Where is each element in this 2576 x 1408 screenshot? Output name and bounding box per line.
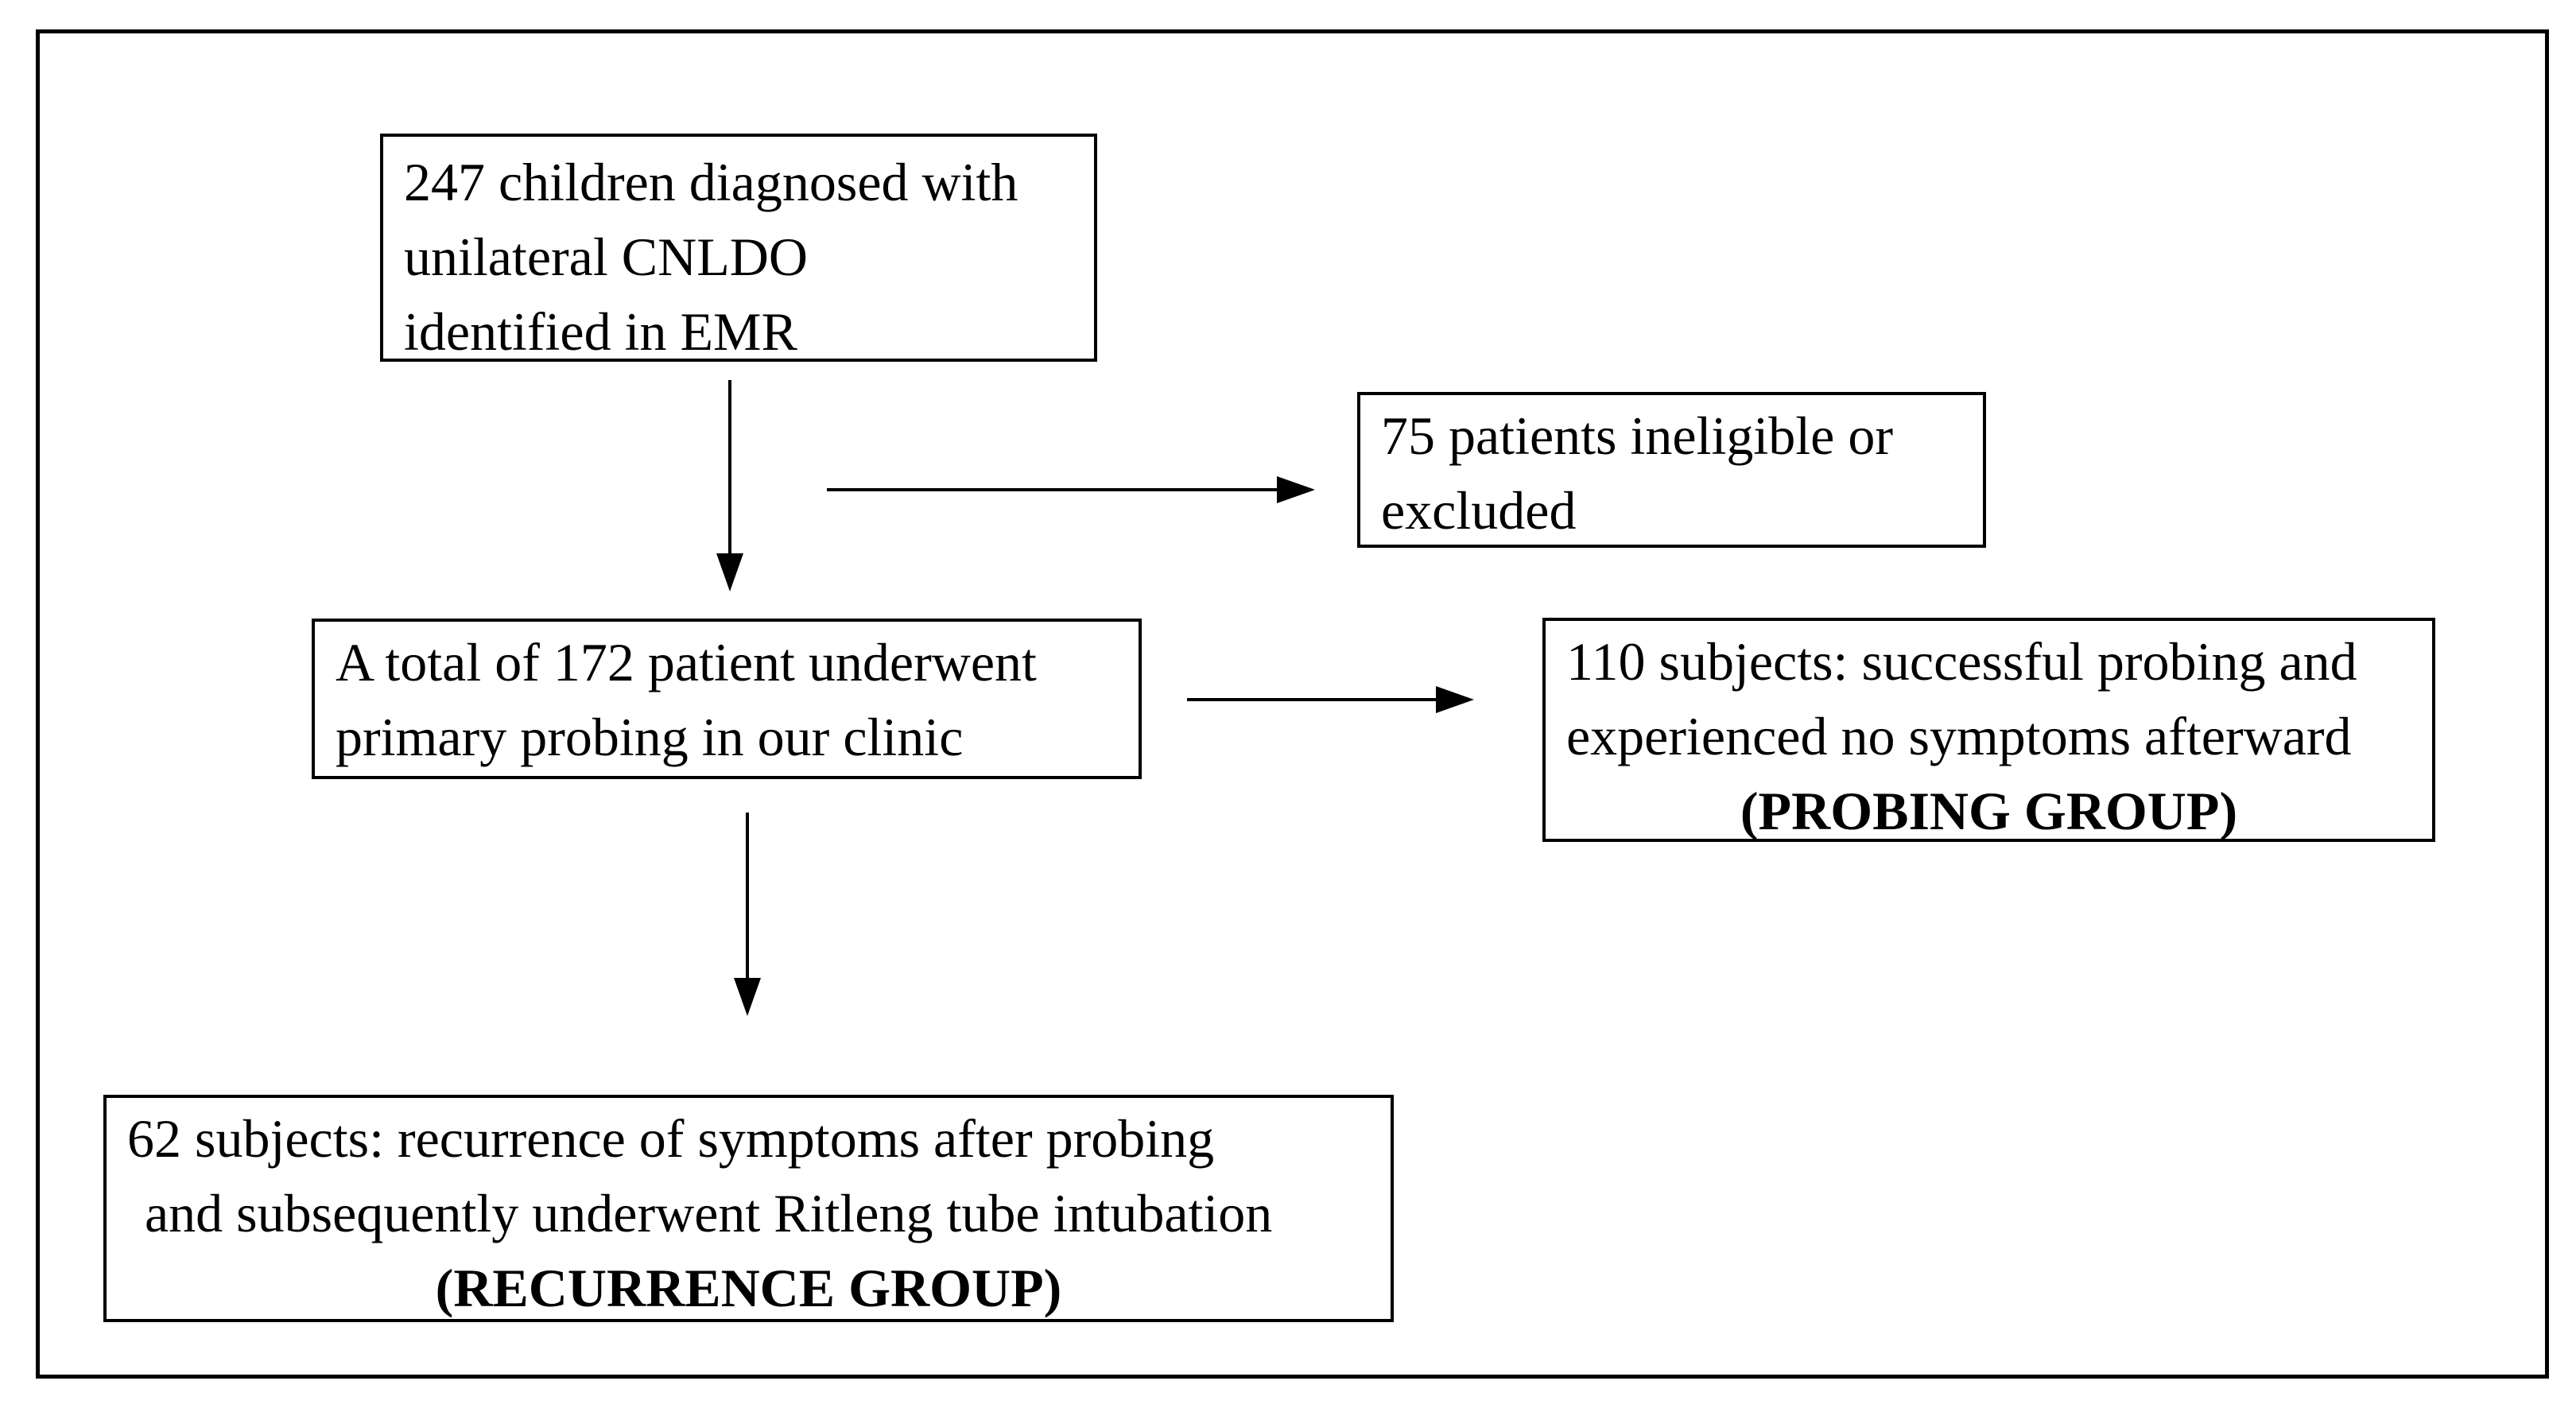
recurrence-group-line-2: and subsequently underwent Ritleng tube …	[145, 1183, 1273, 1243]
excluded-line-2: excluded	[1381, 480, 1577, 541]
recurrence-group-label: (RECURRENCE GROUP)	[435, 1258, 1062, 1318]
probing-group-line-2: experienced no symptoms afterward	[1566, 706, 2352, 766]
box-excluded-patients: 75 patients ineligible or excluded	[1357, 392, 1986, 548]
arrowhead-right-icon	[1436, 686, 1474, 713]
probing-total-line-1: A total of 172 patient underwent	[336, 632, 1037, 692]
initial-cohort-line-1: 247 children diagnosed with	[404, 152, 1018, 212]
box-initial-cohort: 247 children diagnosed with unilateral C…	[380, 134, 1097, 362]
arrowhead-down-icon	[716, 553, 743, 592]
probing-total-line-2: primary probing in our clinic	[336, 707, 964, 767]
arrowhead-down-icon	[734, 978, 761, 1016]
arrow-line	[746, 813, 749, 979]
box-recurrence-group: 62 subjects: recurrence of symptoms afte…	[103, 1095, 1394, 1322]
initial-cohort-line-2: unilateral CNLDO	[404, 227, 808, 287]
box-probing-group: 110 subjects: successful probing and exp…	[1542, 618, 2435, 842]
excluded-line-1: 75 patients ineligible or	[1381, 405, 1893, 466]
initial-cohort-line-3: identified in EMR	[404, 301, 797, 362]
recurrence-group-line-1: 62 subjects: recurrence of symptoms afte…	[127, 1108, 1215, 1169]
arrowhead-right-icon	[1277, 476, 1315, 503]
probing-group-label: (PROBING GROUP)	[1740, 781, 2238, 841]
probing-group-line-1: 110 subjects: successful probing and	[1566, 631, 2357, 692]
arrow-line	[1187, 698, 1437, 701]
arrow-line	[827, 488, 1277, 491]
arrow-line	[728, 380, 731, 555]
box-primary-probing-total: A total of 172 patient underwent primary…	[312, 619, 1142, 779]
